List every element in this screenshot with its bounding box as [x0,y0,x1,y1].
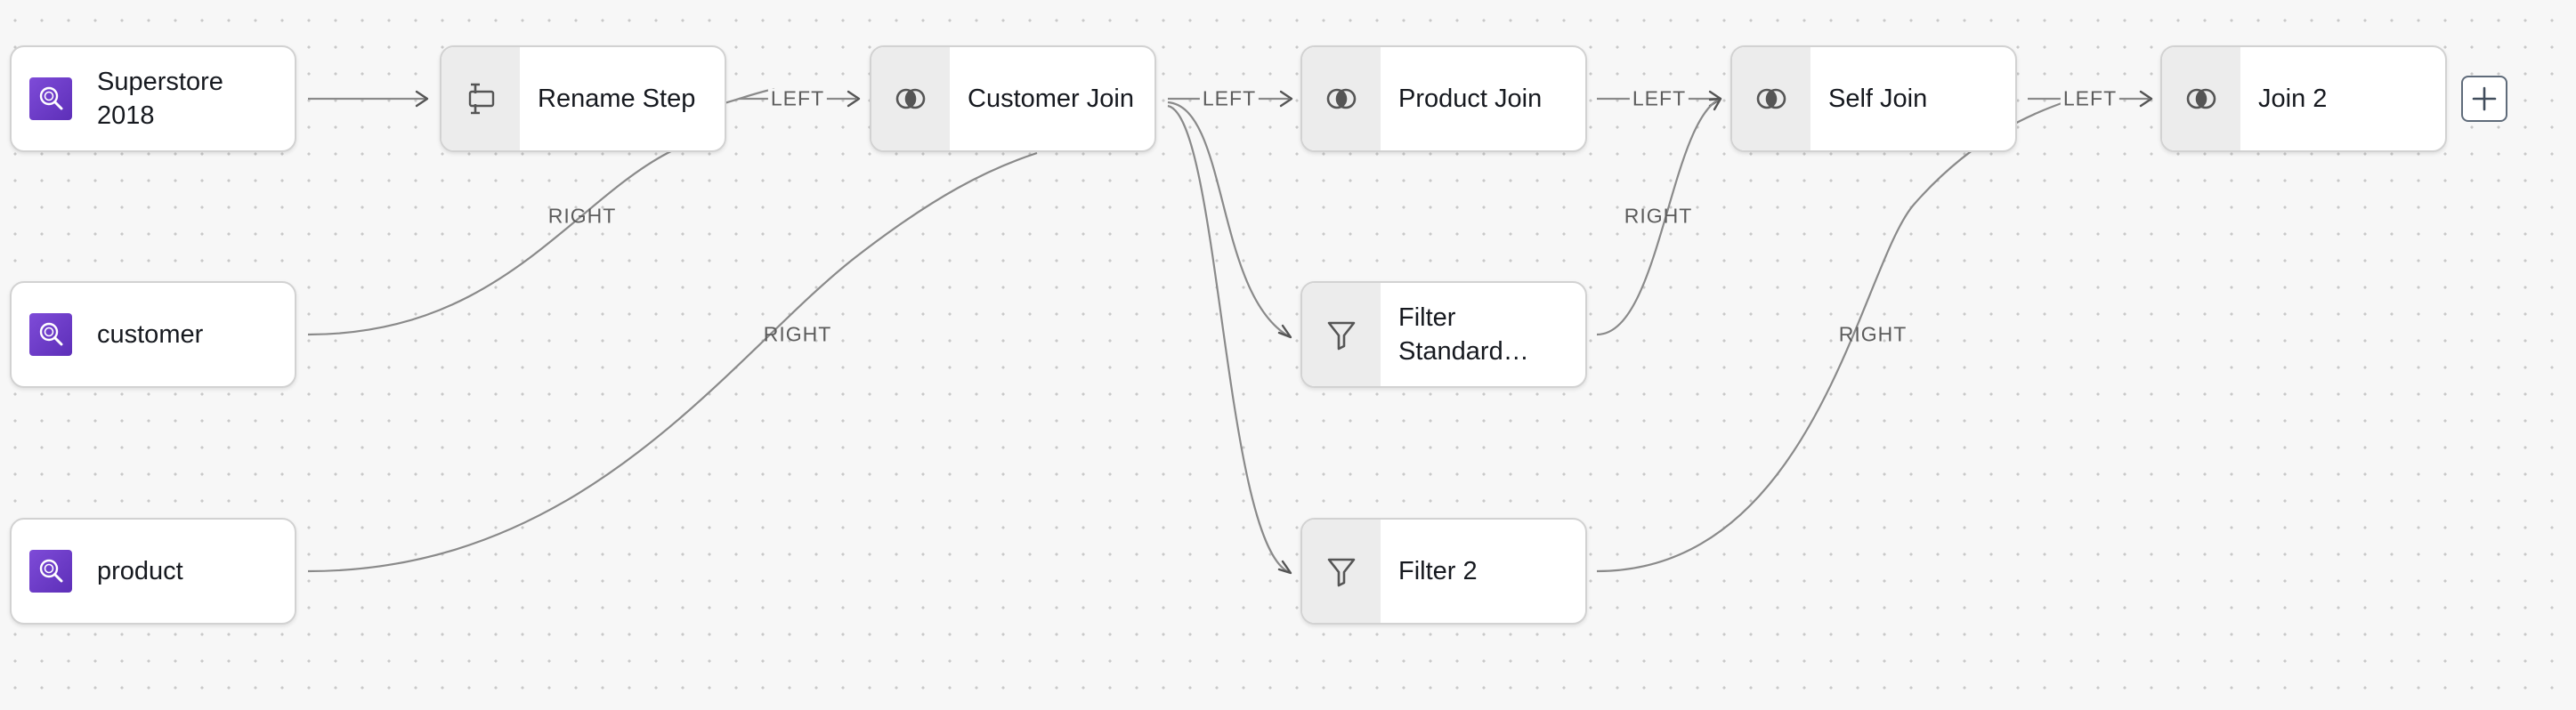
edge-customer-customerjoin-right-tail [720,87,775,106]
node-label: Join 2 [2258,85,2328,113]
edge-label-right: RIGHT [547,204,617,228]
node-join-2[interactable]: Join 2 [2160,45,2447,152]
join-icon [2162,47,2240,150]
node-label: customer [97,320,204,349]
rename-icon [441,47,520,150]
node-rename-step[interactable]: Rename Step [440,45,726,152]
node-customer[interactable]: customer [10,281,296,388]
edge-label-left: LEFT [1199,88,1260,109]
node-label: Filter 2 [1398,557,1478,585]
edge-label-left: LEFT [1629,88,1689,109]
node-label: product [97,557,183,585]
edge-label-left: LEFT [2060,88,2120,109]
join-icon [871,47,950,150]
add-step-button[interactable] [2461,76,2507,122]
node-customer-join[interactable]: Customer Join [870,45,1156,152]
node-filter-2[interactable]: Filter 2 [1300,518,1587,625]
node-product-join[interactable]: Product Join [1300,45,1587,152]
arrowhead [415,90,429,108]
node-label: Self Join [1828,85,1928,113]
node-label: Rename Step [538,85,696,113]
join-icon [1302,47,1381,150]
arrowhead [2139,90,2153,108]
arrowhead [1277,324,1292,339]
arrowhead [1279,90,1293,108]
node-label: Customer Join [968,85,1134,113]
dataset-icon [29,550,72,593]
edge-customer-customerjoin-right [307,152,668,336]
arrowhead [1708,90,1722,108]
edge-customerjoin-filter2 [1167,104,1290,573]
edge-label-left: LEFT [767,88,828,109]
arrowhead [1277,560,1292,575]
edge-label-right: RIGHT [1838,322,1908,346]
node-superstore-2018[interactable]: Superstore 2018 [10,45,296,152]
node-filter-standard[interactable]: Filter Standard… [1300,281,1587,388]
node-label: Product Join [1398,85,1543,113]
node-label: Filter Standard… [1398,303,1529,366]
edge-customerjoin-filterstandard [1167,101,1290,337]
edge-label-right: RIGHT [763,322,832,346]
node-product[interactable]: product [10,518,296,625]
arrowhead [1708,97,1722,111]
filter-icon [1302,520,1381,623]
dataset-icon [29,77,72,120]
join-icon [1732,47,1810,150]
arrowhead [847,90,861,108]
dataset-icon [29,313,72,356]
filter-icon [1302,283,1381,386]
edge-product-customerjoin-right [307,151,1038,573]
node-self-join[interactable]: Self Join [1730,45,2017,152]
node-label: Superstore 2018 [97,68,223,130]
plus-icon [2472,86,2497,111]
edge-label-right: RIGHT [1624,204,1693,228]
